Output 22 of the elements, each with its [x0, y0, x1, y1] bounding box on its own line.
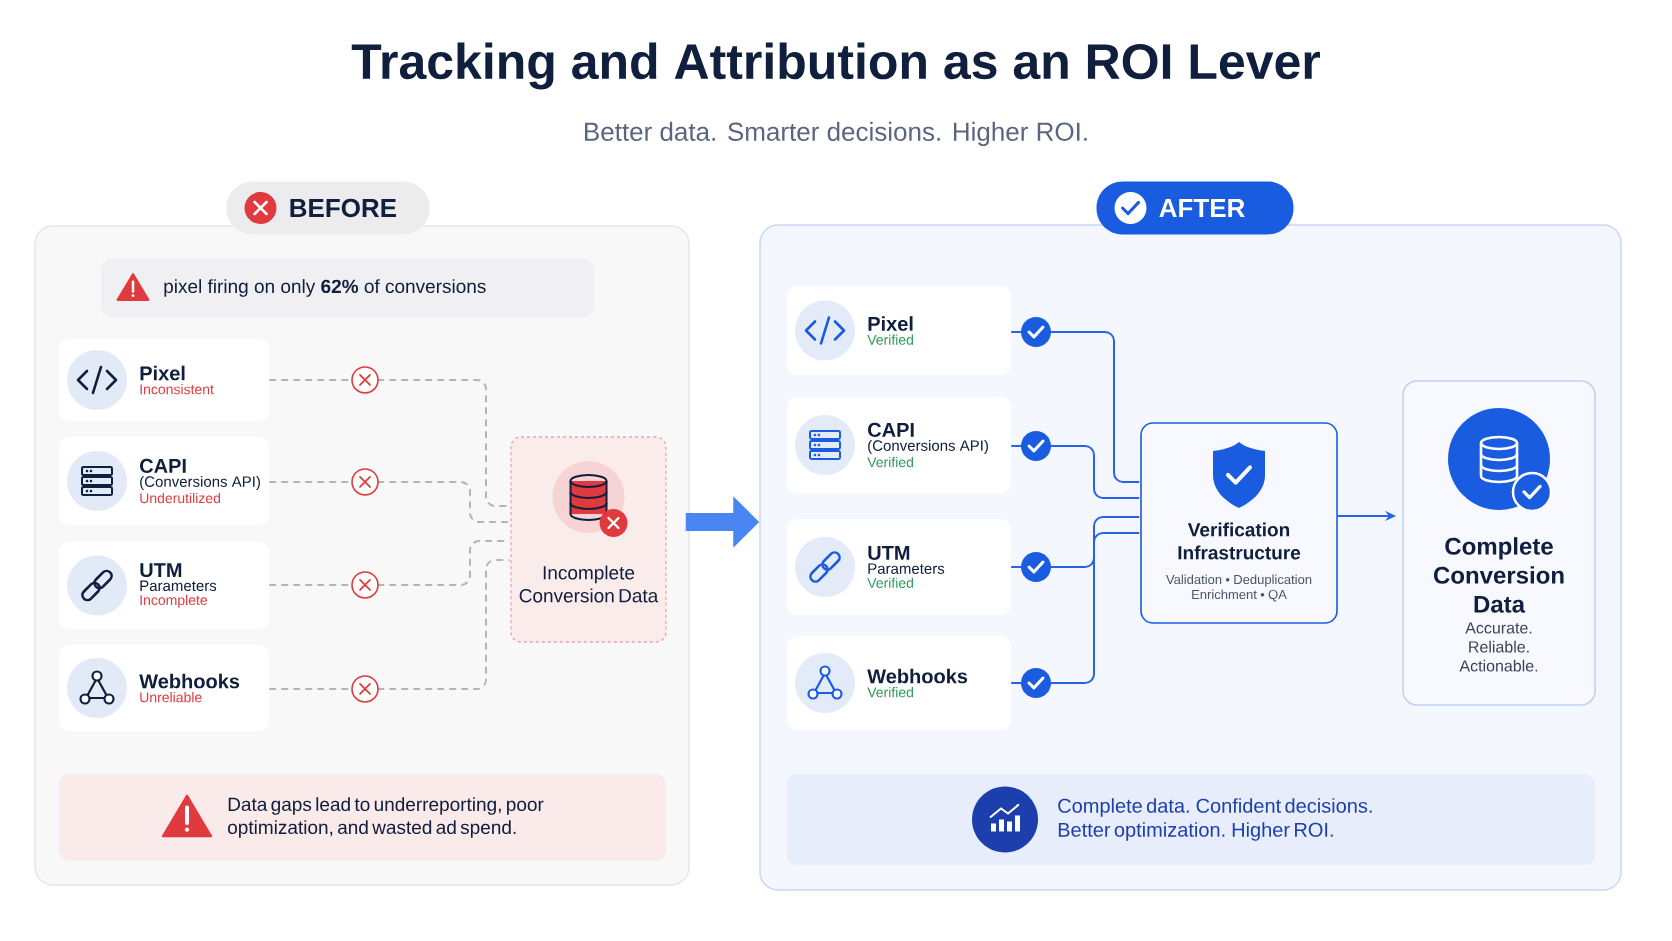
heading-badge: AFTER — [1096, 181, 1294, 235]
source-card: CAPI (Conversions API) Underutilized — [59, 437, 269, 525]
source-card: Pixel Inconsistent — [59, 339, 269, 421]
process-box: Verification Infrastructure Validation • Deduplication Enrichment • QA — [1140, 422, 1338, 624]
heading-badge: BEFORE — [226, 181, 430, 235]
source-card: Pixel Verified — [787, 286, 1011, 375]
result-box: Incomplete Conversion Data — [510, 436, 667, 643]
warning-banner: pixel firing on only 62% of conversions — [101, 259, 594, 317]
result-box: Complete Conversion Data Accurate. Reliable. Actionable. — [1402, 380, 1596, 706]
title: Tracking and Attribution as an ROI Lever — [351, 42, 1321, 90]
note-box: Data gaps lead to underreporting, poor optimization, and wasted ad spend. — [59, 774, 666, 861]
connector-line — [268, 481, 511, 523]
note-box: Complete data. Confident decisions. Better optimization. Higher ROI. — [787, 774, 1595, 865]
subtitle: Better data. Smarter decisions. Higher ROI. — [585, 121, 1087, 147]
connector-line — [268, 559, 511, 690]
connector-line — [1010, 331, 1141, 483]
source-card: Webhooks Verified — [787, 636, 1011, 730]
source-card: UTM Parameters Incomplete — [59, 542, 269, 629]
source-card: Webhooks Unreliable — [59, 645, 269, 731]
source-card: UTM Parameters Verified — [787, 519, 1011, 615]
source-card: CAPI (Conversions API) Verified — [787, 397, 1011, 493]
connector-line — [1010, 532, 1141, 684]
